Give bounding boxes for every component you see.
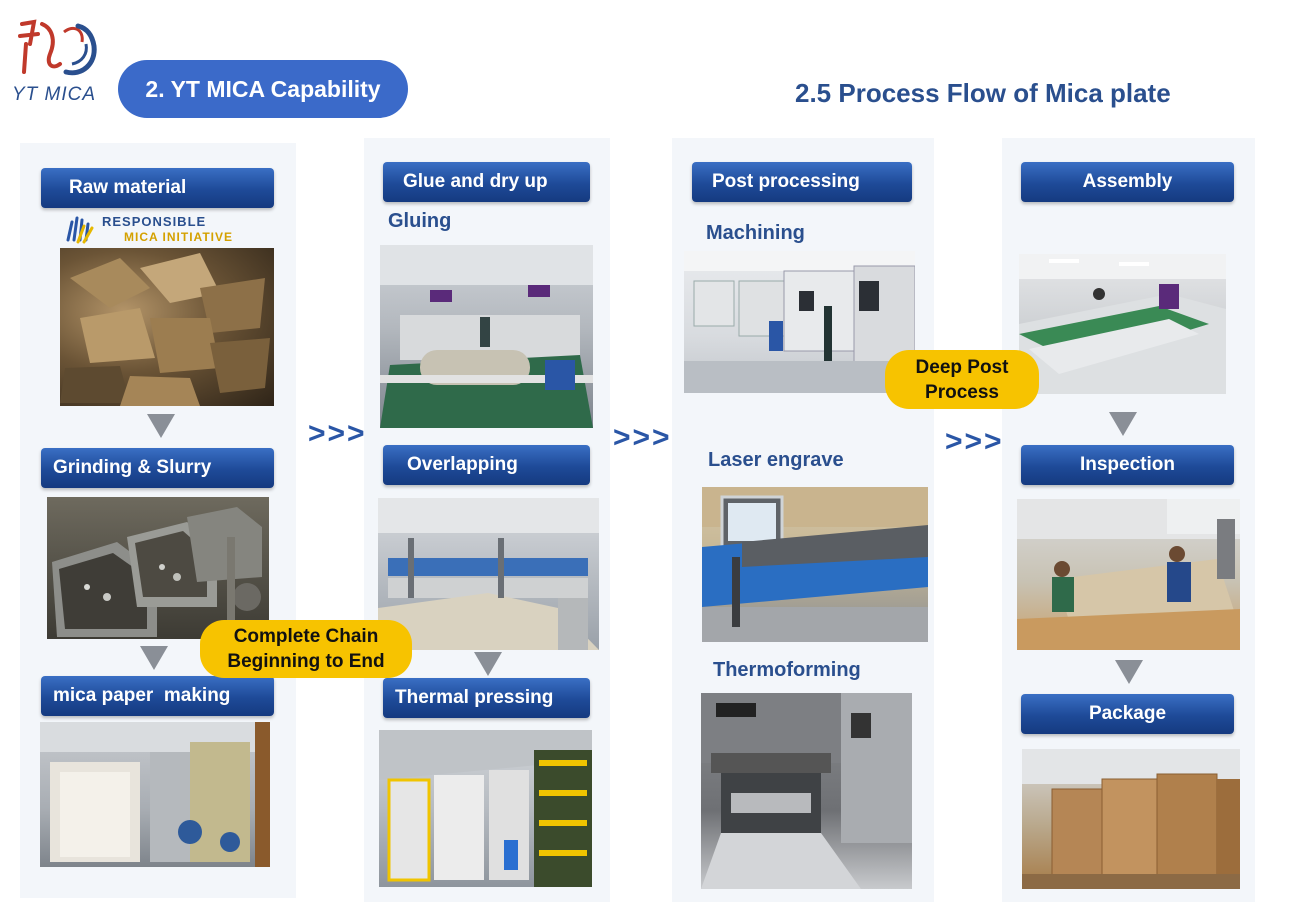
step-label: Inspection (1079, 454, 1175, 475)
gluing-photo (380, 245, 593, 428)
rmi-line2: MICA INITIATIVE (124, 230, 233, 244)
flow-down-arrow-icon (474, 652, 502, 676)
step-overlapping-header: Overlapping (383, 445, 590, 485)
overlapping-photo (378, 498, 599, 650)
callout-line2: Process (925, 381, 999, 403)
flow-down-arrow-icon (1115, 660, 1143, 684)
inspection-photo (1017, 499, 1240, 650)
step-machining-label: Machining (706, 222, 805, 244)
callout-line1: Complete Chain (233, 626, 379, 647)
section-pill: 2. YT MICA Capability (118, 60, 408, 118)
step-package-header: Package (1021, 694, 1234, 734)
flow-arrow-2: >>> (613, 421, 672, 454)
thermoforming-photo (701, 693, 912, 889)
flow-down-arrow-icon (147, 414, 175, 438)
callout-line1: Deep Post (915, 356, 1009, 378)
step-label: Post processing (712, 171, 860, 192)
step-label: Overlapping (407, 454, 518, 475)
assembly-photo (1019, 254, 1226, 394)
rmi-line1: RESPONSIBLE (102, 214, 207, 229)
machining-photo (684, 251, 915, 393)
step-mica-paper-header: mica paper making (41, 676, 274, 716)
step-grinding-header: Grinding & Slurry (41, 448, 274, 488)
step-label: Assembly (1082, 171, 1173, 192)
flow-arrow-3: >>> (945, 425, 1004, 458)
step-raw-material-header: Raw material (41, 168, 274, 208)
step-label: Raw material (69, 177, 187, 198)
callout-line2: Beginning to End (227, 651, 385, 672)
step-label: mica paper making (53, 685, 231, 706)
step-gluing-label: Gluing (388, 210, 452, 232)
step-laser-label: Laser engrave (708, 449, 844, 471)
flow-arrow-1: >>> (308, 417, 367, 450)
section-pill-label: 2. YT MICA Capability (145, 75, 381, 102)
step-thermal-header: Thermal pressing (383, 678, 590, 718)
step-label: Glue and dry up (403, 171, 548, 192)
callout-deep-post: Deep Post Process (885, 350, 1039, 409)
grinding-photo (47, 497, 269, 639)
step-thermoforming-label: Thermoforming (713, 659, 861, 681)
step-glue-header: Glue and dry up (383, 162, 590, 202)
hands-icon (66, 216, 94, 244)
company-logo: YT MICA (12, 14, 108, 106)
step-assembly-header: Assembly (1021, 162, 1234, 202)
step-label: Thermal pressing (395, 687, 554, 708)
mica-paper-photo (40, 722, 270, 867)
package-photo (1022, 749, 1240, 889)
logo-mark-icon (18, 19, 97, 76)
thermal-pressing-photo (379, 730, 592, 887)
step-label: Package (1088, 703, 1167, 724)
step-post-processing-header: Post processing (692, 162, 912, 202)
flow-down-arrow-icon (140, 646, 168, 670)
callout-complete-chain: Complete Chain Beginning to End (200, 620, 412, 678)
page-title: 2.5 Process Flow of Mica plate (795, 78, 1171, 108)
logo-text: YT MICA (12, 84, 97, 105)
step-inspection-header: Inspection (1021, 445, 1234, 485)
step-label: Grinding & Slurry (53, 457, 212, 478)
laser-engrave-photo (702, 487, 928, 642)
raw-mica-photo (60, 248, 274, 406)
flow-down-arrow-icon (1109, 412, 1137, 436)
rmi-logo: RESPONSIBLE MICA INITIATIVE (64, 212, 244, 246)
